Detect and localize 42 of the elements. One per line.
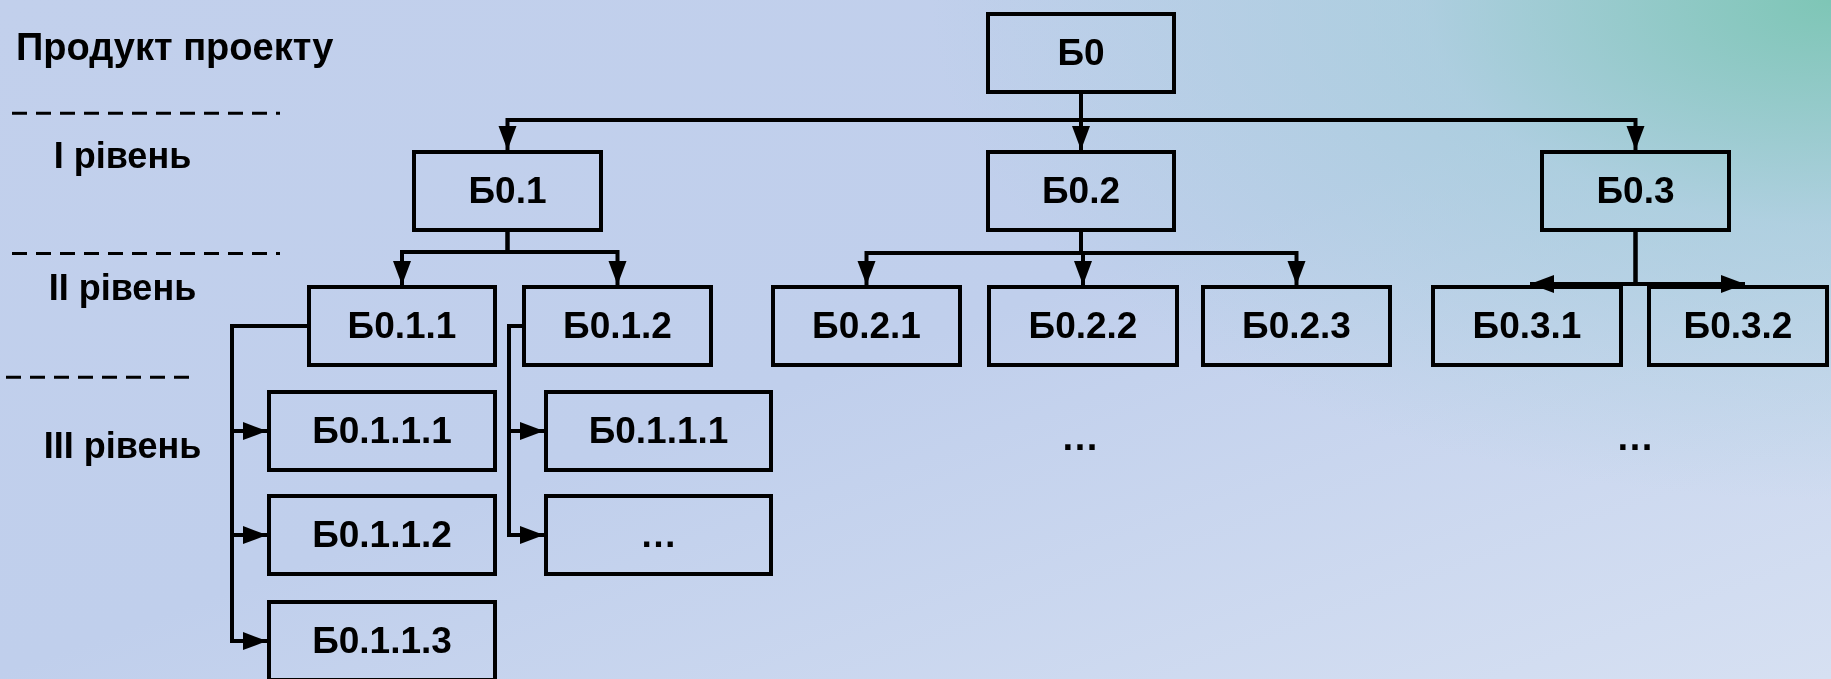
node-label: Б0.1.1.3 [312, 620, 452, 662]
node-label: Б0.3 [1596, 170, 1675, 212]
node-label: Б0.2.2 [1028, 305, 1138, 347]
node-label: Б0 [1057, 32, 1105, 74]
node-box [1647, 285, 1829, 367]
node-box [267, 600, 497, 679]
node-box [412, 150, 603, 232]
node-label: Б0.1.1 [347, 305, 457, 347]
node-box [986, 12, 1176, 94]
node-label: Б0.2.3 [1242, 305, 1351, 347]
title-text: Продукт проекту [16, 26, 334, 69]
ellipsis-text: … [1615, 415, 1655, 460]
node-box [522, 285, 713, 367]
node-label: Б0.2.1 [812, 305, 921, 347]
node-label: Б0.1.1.1 [312, 410, 452, 452]
level-label: III рівень [42, 424, 203, 468]
node-box [267, 494, 497, 576]
arrow [1633, 232, 1745, 293]
node-box [544, 390, 773, 472]
node-label: Б0.3.2 [1683, 305, 1793, 347]
node-label: Б0.1 [468, 170, 547, 212]
level-label: II рівень [47, 266, 198, 310]
arrow [230, 324, 307, 650]
node-box [307, 285, 497, 367]
node-box [1201, 285, 1392, 367]
node-label: Б0.1.1.1 [588, 410, 729, 452]
node-box [267, 390, 497, 472]
ellipsis-text: … [1060, 415, 1100, 460]
level-label: I рівень [52, 134, 193, 178]
arrow [505, 232, 627, 285]
node-label: Б0.2 [1042, 170, 1120, 212]
node-box [771, 285, 962, 367]
node-label: … [640, 514, 677, 556]
node-box [1431, 285, 1623, 367]
node-label: Б0.1.2 [563, 305, 672, 347]
node-box [986, 150, 1176, 232]
arrow [1079, 94, 1645, 150]
node-box [1540, 150, 1731, 232]
node-box [987, 285, 1179, 367]
node-label: Б0.3.1 [1472, 305, 1582, 347]
node-label: Б0.1.1.2 [312, 514, 452, 556]
node-box [544, 494, 773, 576]
